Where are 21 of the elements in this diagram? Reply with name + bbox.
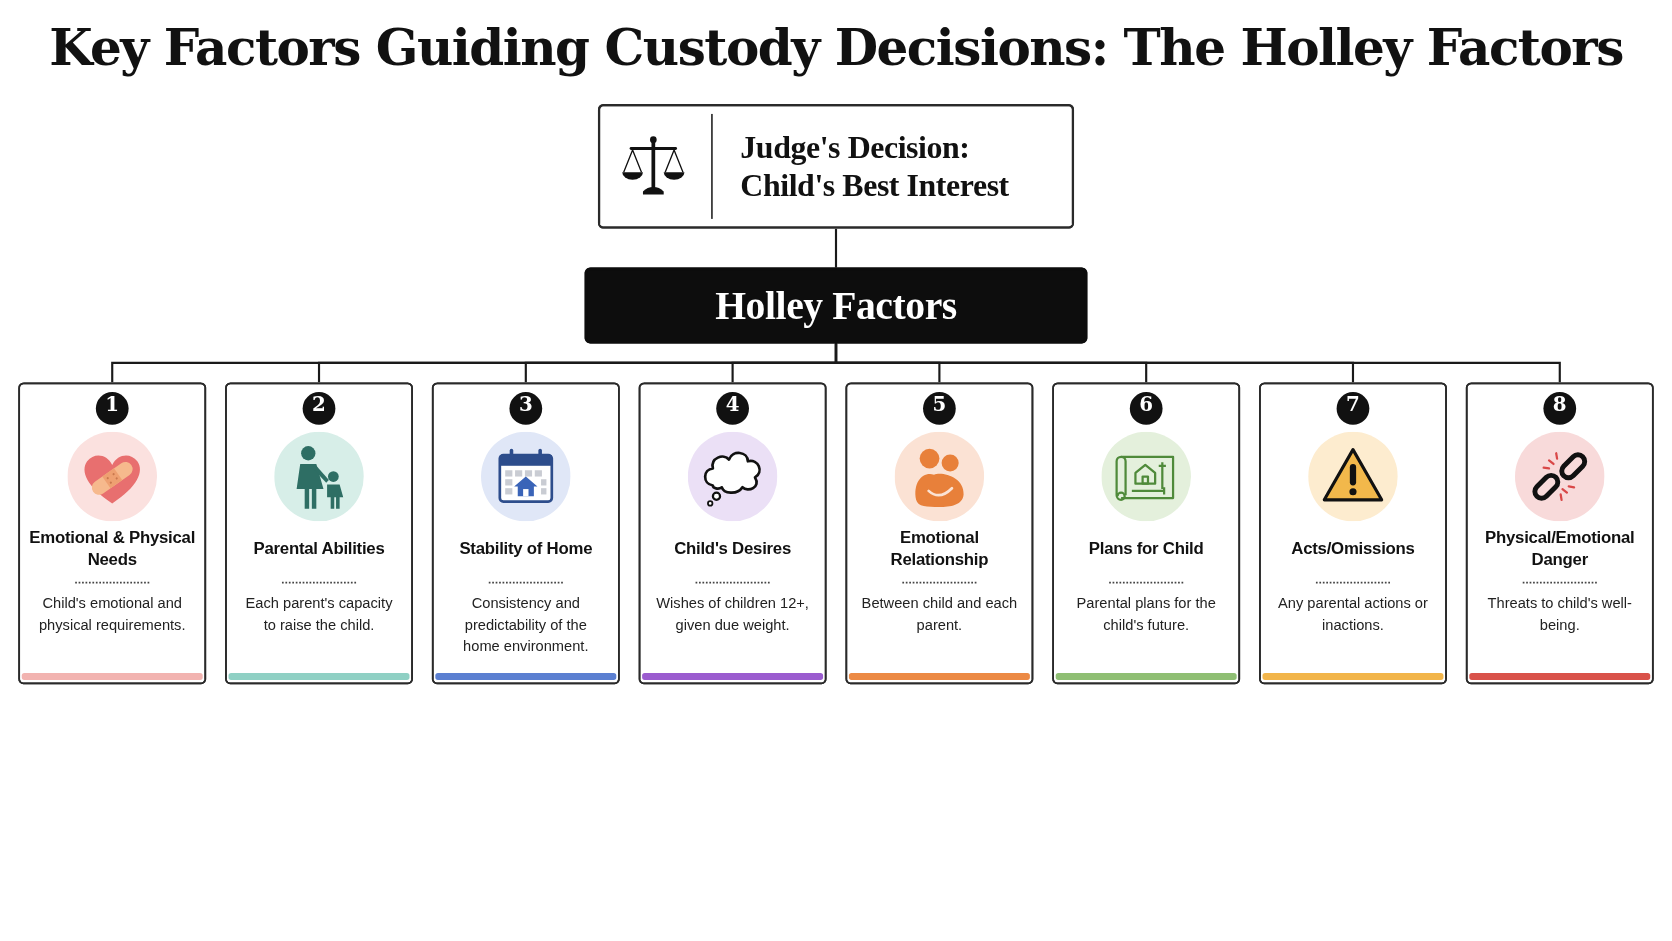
card-heading: Acts/Omissions: [1291, 537, 1415, 560]
card-heading: Emotional Relationship: [889, 526, 990, 571]
card-heading: Physical/Emotional Danger: [1484, 526, 1636, 571]
card-heading: Stability of Home: [459, 537, 593, 560]
card-description: Child's emotional and physical requirements.: [37, 594, 187, 636]
card-heading: Parental Abilities: [253, 537, 385, 560]
title: Key Factors Guiding Custody Decisions: The Holley Factors: [49, 18, 1623, 77]
card-description: Consistency and predictability of the home environment.: [462, 594, 590, 657]
card-heading: Child's Desires: [674, 537, 791, 560]
decision-heading: Judge's Decision: Child's Best Interest: [740, 128, 1010, 205]
card-heading: Emotional & Physical Needs: [28, 526, 197, 571]
card-description: Each parent's capacity to raise the child.: [244, 594, 394, 636]
card-heading: Plans for Child: [1088, 537, 1204, 560]
connector-line: [834, 343, 1561, 383]
card-description: Any parental actions or inactions.: [1277, 594, 1429, 636]
banner-title: Holley Factors: [715, 282, 957, 329]
card-description: Parental plans for the child's future.: [1075, 594, 1217, 636]
card-description: Between child and each parent.: [860, 594, 1019, 636]
card-description: Wishes of children 12+, given due weight.: [655, 594, 810, 636]
card-description: Threats to child's well-being.: [1486, 594, 1633, 636]
connector-line: [834, 228, 838, 268]
